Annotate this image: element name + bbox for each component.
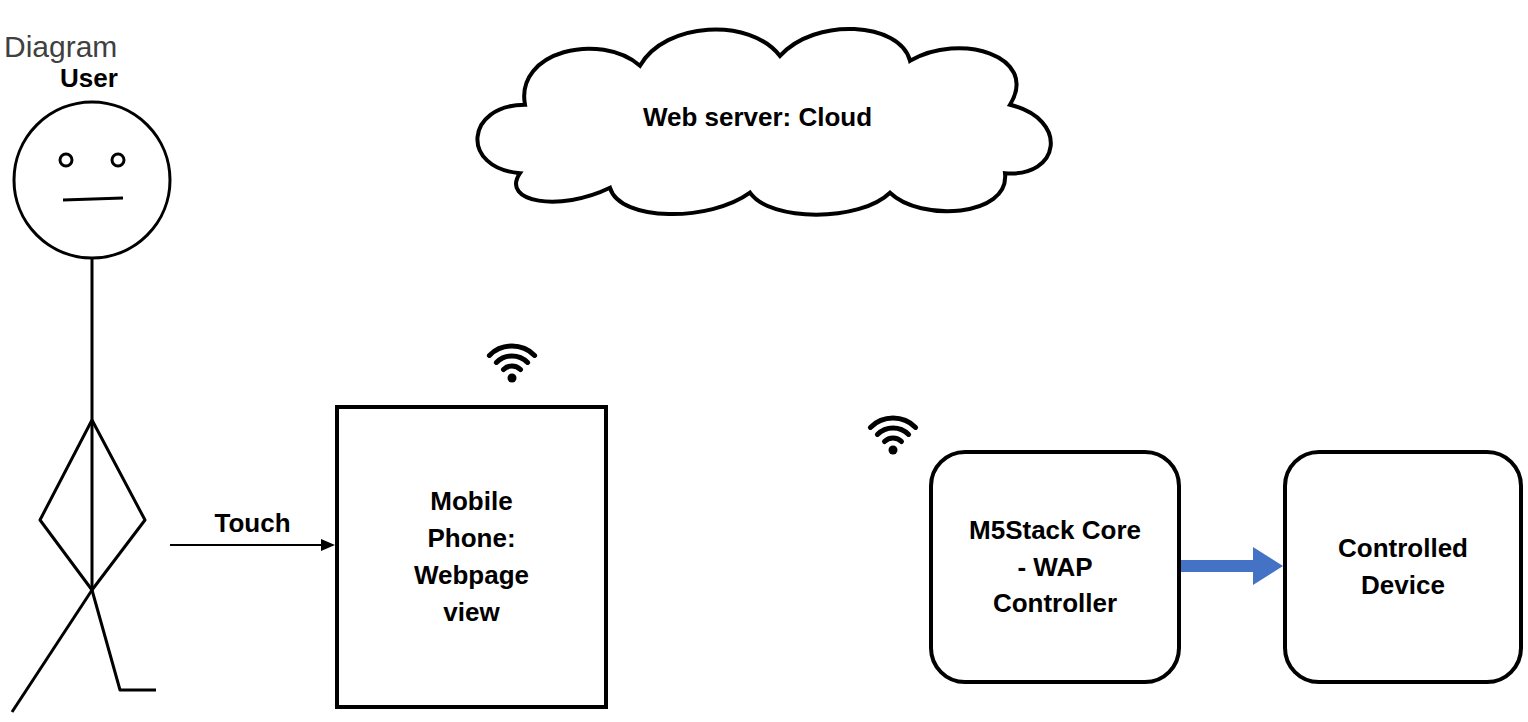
device-box: Mobile Phone: Webpage view (335, 405, 608, 709)
process-box: M5Stack Core - WAP Controller (929, 450, 1181, 684)
eye (112, 154, 124, 166)
cloud-outline (477, 29, 1050, 215)
cloud-node: Web server: Cloud (450, 12, 1065, 222)
figure-stroke (12, 590, 92, 712)
wifi-arc (877, 428, 908, 434)
wifi-arc (489, 346, 534, 355)
actor-label: User (60, 60, 118, 97)
wifi-arc (885, 438, 902, 442)
wifi-icon (489, 346, 534, 382)
connector-arrow (170, 544, 322, 546)
node-label: Mobile Phone: Webpage view (397, 483, 547, 631)
wifi-dot (889, 446, 898, 455)
head-outline (14, 102, 170, 258)
figure-stroke (92, 590, 156, 690)
figure-stroke (92, 420, 145, 590)
user-figure: User (8, 60, 170, 720)
node-label: M5Stack Core - WAP Controller (968, 512, 1143, 623)
figure-stroke (63, 198, 123, 200)
process-box: Controlled Device (1283, 450, 1523, 684)
diagram-title: Diagram (4, 30, 117, 64)
eye (60, 154, 72, 166)
wifi-dot (508, 374, 517, 383)
block-arrow (1181, 560, 1254, 572)
figure-stroke (40, 420, 92, 590)
node-label: Web server: Cloud (643, 99, 872, 136)
edge-label: Touch (211, 508, 293, 539)
wifi-icon (870, 418, 915, 454)
wifi-arc (496, 356, 527, 362)
stick-figure (8, 60, 170, 720)
node-label: Controlled Device (1318, 530, 1488, 604)
wifi-arc (870, 418, 915, 427)
wifi-arc (504, 366, 521, 370)
